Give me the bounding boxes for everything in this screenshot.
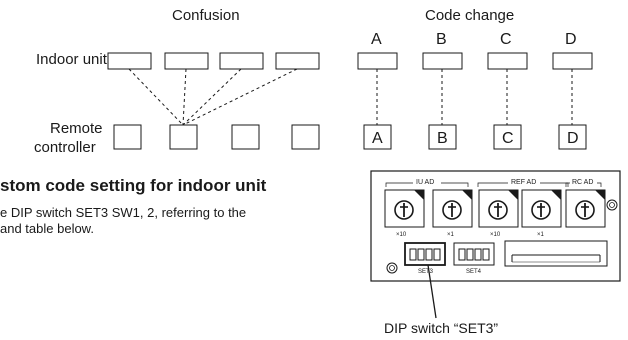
dip-switch-set4	[453, 242, 495, 266]
set3-label: SET3	[418, 269, 434, 275]
top-letter-d: D	[565, 31, 577, 48]
indoor-unit-3	[219, 52, 264, 70]
coded-remote-c	[493, 124, 522, 150]
terminal-block	[504, 240, 608, 267]
coded-indoor-d	[552, 52, 593, 70]
code-top-letters: A B C D	[371, 31, 577, 48]
rotary-switches	[384, 189, 606, 228]
coded-indoor-a	[357, 52, 398, 70]
indoor-unit-1	[107, 52, 152, 70]
confusion-title: Confusion	[172, 7, 240, 24]
bottom-letter-b: B	[437, 130, 448, 147]
bottom-letter-c: C	[502, 130, 514, 147]
rotary-switch-4	[521, 189, 562, 228]
remote-2	[169, 124, 198, 150]
pcb-label-brackets	[385, 182, 602, 187]
indoor-unit-label: Indoor unit	[36, 51, 108, 68]
bottom-letter-d: D	[567, 130, 579, 147]
remote-label-line1: Remote	[50, 120, 103, 137]
section-body-line1: e DIP switch SET3 SW1, 2, referring to t…	[0, 205, 246, 220]
coded-indoor-b	[422, 52, 463, 70]
callout-leader	[427, 264, 437, 319]
remote-3	[231, 124, 260, 150]
rotary-switch-2	[432, 189, 473, 228]
code-bottom-letters: A B C D	[372, 130, 579, 147]
code-links	[376, 69, 573, 125]
pcb-label-rc-ad: RC AD	[572, 179, 593, 186]
dial-multiplier-3: ×10	[490, 232, 501, 238]
pcb-screw-left	[386, 262, 398, 274]
rotary-switch-3	[478, 189, 519, 228]
indoor-unit-4	[275, 52, 320, 70]
confusion-link-2	[182, 68, 187, 126]
coded-remote-a	[363, 124, 392, 150]
set4-label: SET4	[466, 269, 482, 275]
top-letter-a: A	[371, 31, 382, 48]
pcb-board: IU AD REF AD RC AD	[370, 170, 621, 319]
rotary-switch-1	[384, 189, 425, 228]
rotary-switch-5	[565, 189, 606, 228]
section-body-line2: and table below.	[0, 221, 94, 236]
remote-4	[291, 124, 320, 150]
confusion-link-3	[182, 68, 242, 126]
code-remotes	[363, 124, 587, 150]
coded-remote-b	[428, 124, 457, 150]
confusion-links	[128, 68, 298, 126]
dip-switch-set3	[404, 242, 446, 266]
coded-indoor-c	[487, 52, 528, 70]
pcb-label-ref-ad: REF AD	[511, 179, 536, 186]
confusion-remotes	[113, 124, 320, 150]
pcb-screw-right	[606, 199, 618, 211]
section-heading: stom code setting for indoor unit	[0, 176, 267, 195]
dial-multiplier-2: ×1	[447, 232, 455, 238]
code-change-title: Code change	[425, 7, 514, 24]
confusion-indoor-units	[107, 52, 320, 70]
remote-1	[113, 124, 142, 150]
top-letter-c: C	[500, 31, 512, 48]
dial-multiplier-1: ×10	[396, 232, 407, 238]
dip-switch-callout: DIP switch “SET3”	[384, 320, 498, 336]
remote-label-line2: controller	[34, 139, 96, 156]
confusion-link-4	[182, 68, 298, 126]
code-indoor-units	[357, 52, 593, 70]
dial-multiplier-4: ×1	[537, 232, 545, 238]
pcb-label-iu-ad: IU AD	[416, 179, 434, 186]
bottom-letter-a: A	[372, 130, 383, 147]
top-letter-b: B	[436, 31, 447, 48]
confusion-link-1	[128, 68, 184, 126]
indoor-unit-2	[164, 52, 209, 70]
coded-remote-d	[558, 124, 587, 150]
